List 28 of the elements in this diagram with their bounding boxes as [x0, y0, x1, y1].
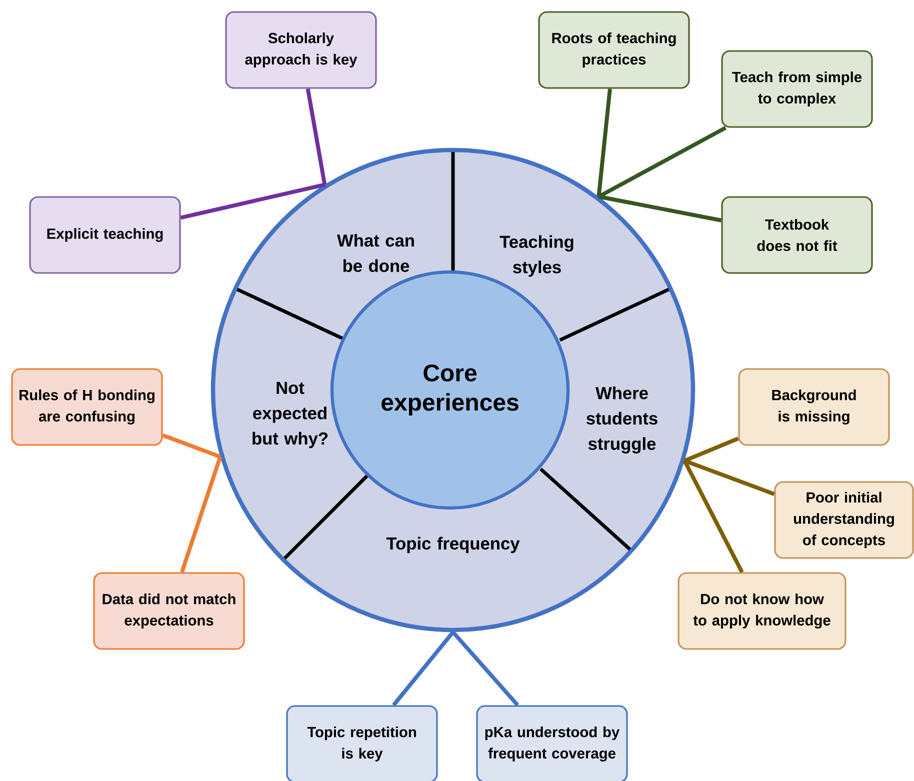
connector-line	[180, 456, 222, 573]
text-box: Textbook does not fit	[721, 196, 873, 274]
connector-line	[452, 630, 520, 707]
connector-line	[598, 126, 727, 198]
text-box: Data did not match expectations	[93, 572, 245, 650]
connector-line	[684, 458, 775, 496]
text-box: Do not know how to apply knowledge	[678, 572, 846, 650]
text-box: Scholarly approach is key	[225, 11, 377, 89]
connector-line	[392, 630, 455, 706]
sector-label: Topic frequency	[386, 536, 520, 554]
text-box: Roots of teaching practices	[538, 11, 690, 89]
connector-line	[682, 460, 744, 574]
sector-label: Where students struggle	[586, 386, 658, 454]
sector-label: Not expected but why?	[252, 382, 328, 448]
connector-line	[684, 436, 739, 463]
sector-label: What can be done	[337, 234, 414, 272]
connector-line	[306, 88, 327, 185]
connector-line	[180, 182, 326, 220]
text-box: Teach from simple to complex	[721, 50, 873, 128]
text-box: Poor initial understanding of concepts	[774, 481, 914, 559]
text-box: Rules of H bonding are confusing	[11, 368, 163, 446]
text-box: Topic repetition is key	[286, 705, 438, 781]
text-box: Explicit teaching	[29, 196, 181, 274]
connector-line	[162, 433, 221, 459]
text-box: pKa understood by frequent coverage	[476, 705, 628, 781]
connector-line	[596, 88, 612, 197]
text-box: Background is missing	[738, 368, 890, 446]
connector-line	[598, 194, 722, 222]
